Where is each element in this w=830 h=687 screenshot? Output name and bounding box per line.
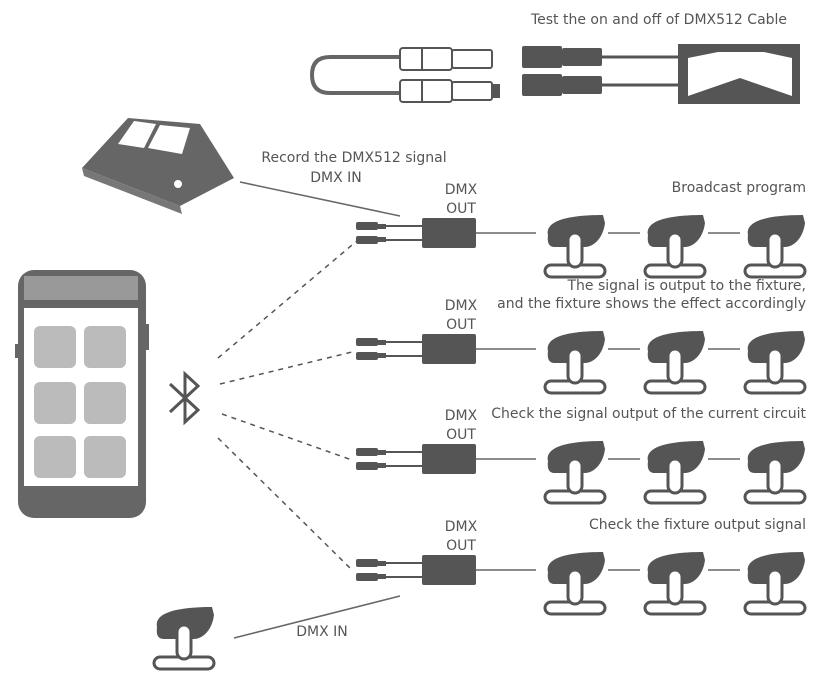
row-caption: The signal is output to the fixture, [566, 278, 806, 294]
dmx-interface-icon [355, 333, 477, 365]
moving-head-fixture-icon [743, 329, 807, 395]
label-record-signal: Record the DMX512 signal [261, 150, 446, 166]
row-caption: Check the signal output of the current c… [491, 406, 806, 422]
moving-head-fixture-icon [543, 550, 607, 616]
label-test-cable: Test the on and off of DMX512 Cable [530, 12, 787, 28]
moving-head-fixture-icon [643, 439, 707, 505]
row-caption: Check the fixture output signal [589, 517, 806, 533]
xlr-cable-icon [309, 47, 500, 103]
out-label: OUT [446, 427, 476, 443]
dmx-interface-icon [355, 443, 477, 475]
out-label: OUT [446, 317, 476, 333]
wireless-links [217, 239, 359, 569]
out-label: OUT [446, 538, 476, 554]
moving-head-fixture-icon [643, 213, 707, 279]
label-dmx-in-top: DMX IN [310, 170, 362, 186]
moving-head-fixture-icon [543, 329, 607, 395]
dmx-label: DMX [445, 408, 478, 424]
output-row: DMX OUT Check the signal output of the cur… [355, 406, 807, 505]
phone-app-icon [15, 270, 149, 518]
bluetooth-icon [168, 370, 201, 426]
moving-head-fixture-icon [152, 605, 216, 671]
dmx-label: DMX [445, 519, 478, 535]
dmx-label: DMX [445, 298, 478, 314]
output-row: DMX OUT Check the fixture output signal [355, 517, 807, 616]
dmx-tester-icon [522, 44, 800, 104]
output-row: DMX OUT The signal is output to the fixtur… [355, 278, 807, 395]
moving-head-fixture-icon [643, 329, 707, 395]
dmx-label: DMX [445, 182, 478, 198]
dmx-interface-icon [355, 554, 477, 586]
moving-head-fixture-icon [543, 213, 607, 279]
moving-head-fixture-icon [543, 439, 607, 505]
lighting-console-icon [82, 118, 234, 214]
dmx-interface-icon [355, 217, 477, 249]
label-dmx-in-bottom: DMX IN [296, 624, 348, 640]
moving-head-fixture-icon [643, 550, 707, 616]
moving-head-fixture-icon [743, 213, 807, 279]
row-caption: Broadcast program [672, 180, 806, 196]
moving-head-fixture-icon [743, 439, 807, 505]
out-label: OUT [446, 201, 476, 217]
row-caption: and the fixture shows the effect accordi… [497, 296, 806, 312]
moving-head-fixture-icon [743, 550, 807, 616]
output-row: DMX OUT Broadcast program [355, 180, 807, 279]
